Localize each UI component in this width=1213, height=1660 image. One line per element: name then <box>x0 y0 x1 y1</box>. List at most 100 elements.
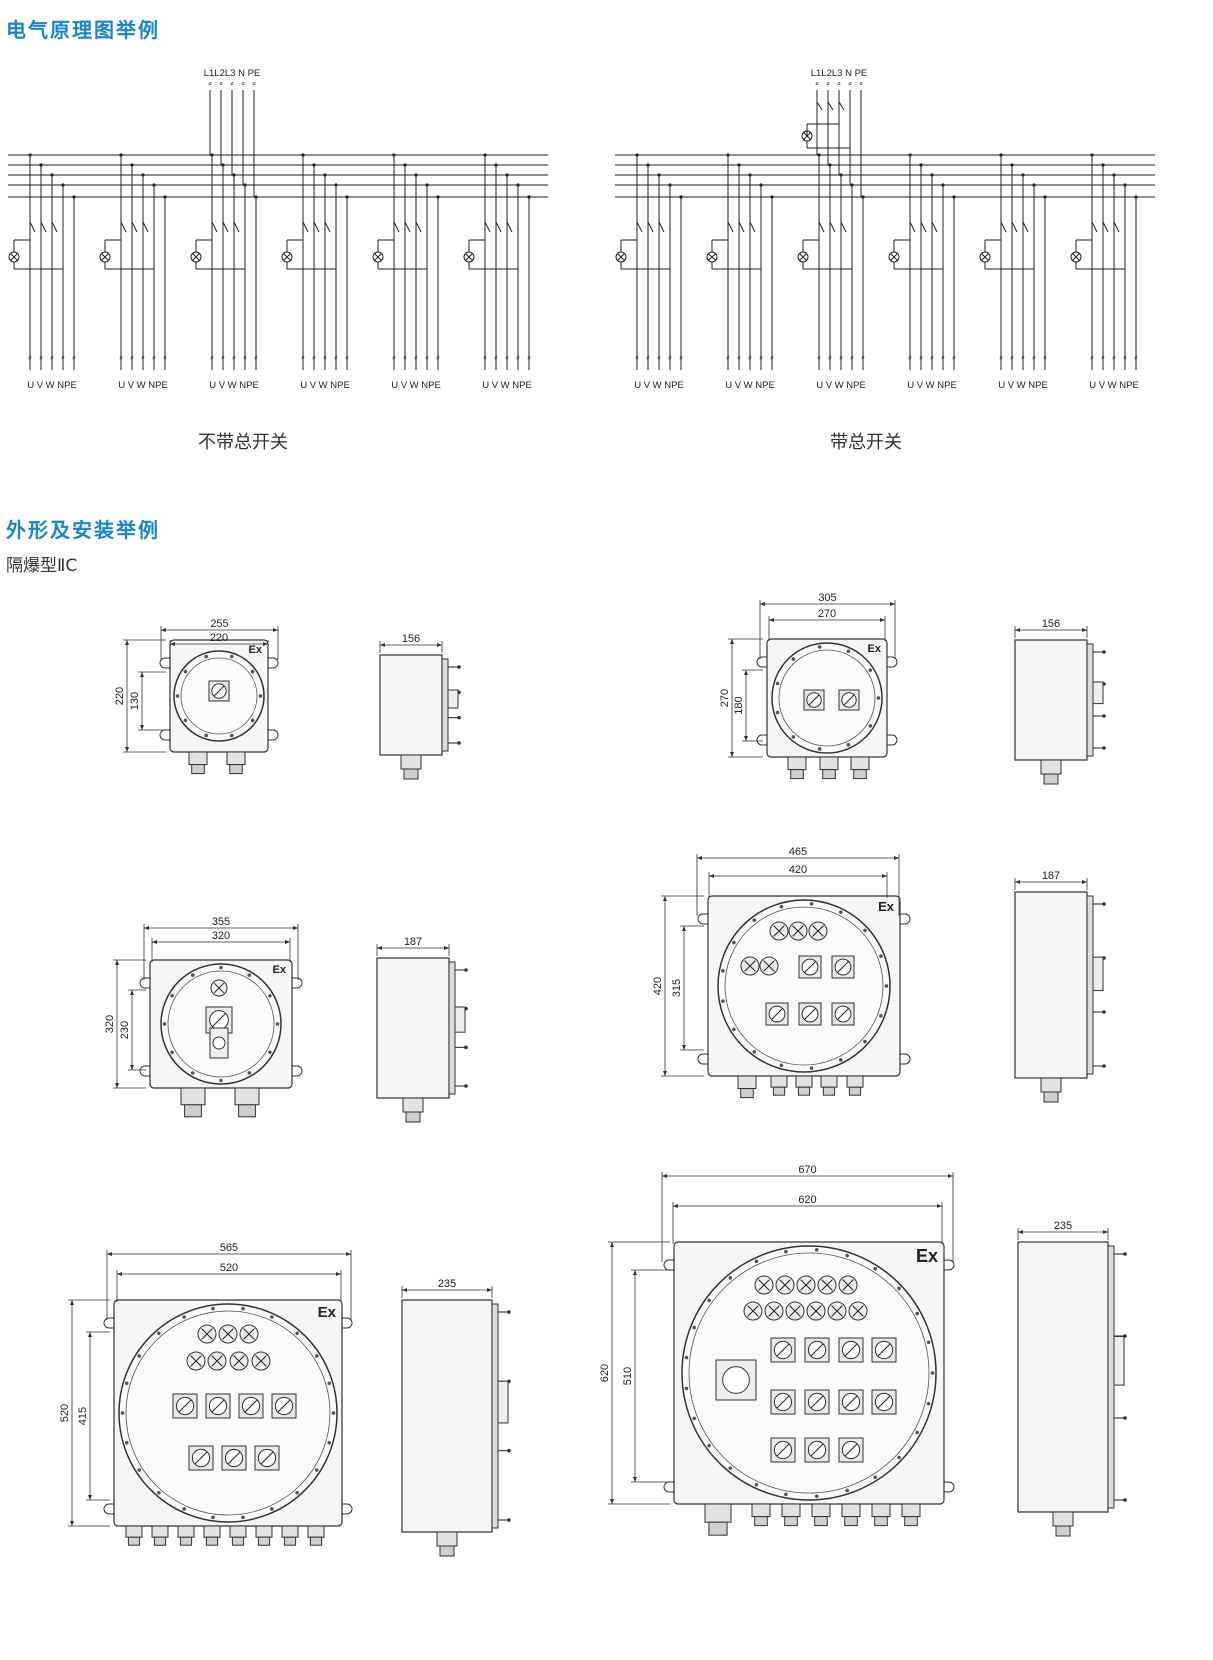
cable-gland <box>819 756 839 771</box>
junction-dot <box>28 153 32 157</box>
terminal-mark: ⸗ <box>861 352 864 363</box>
cover-side-flange <box>491 1303 499 1529</box>
dimension-label: 156 <box>402 633 420 645</box>
branch-circuit: ⸗⸗⸗⸗⸗U V W NPE <box>888 153 957 391</box>
cable-gland <box>436 1531 458 1547</box>
lamp-cross <box>799 253 807 261</box>
cable-gland <box>177 1525 195 1538</box>
terminal-mark: ⸗ <box>908 352 911 363</box>
cover-bolt <box>183 669 188 674</box>
lamp-cross <box>779 1279 791 1291</box>
terminal-mark: ⸗ <box>414 352 417 363</box>
terminal-mark: ⸗ <box>130 352 133 363</box>
cable-gland <box>125 1525 143 1538</box>
cover-bolt <box>162 1022 167 1026</box>
switch-contact <box>131 221 138 233</box>
terminal-mark: ⸗ <box>999 352 1002 363</box>
lamp-cross <box>465 253 473 261</box>
cable-gland-nut <box>439 1545 455 1557</box>
junction-dot <box>1112 173 1116 177</box>
cable-gland <box>770 1075 788 1088</box>
terminal-mark: ⸗ <box>403 352 406 363</box>
terminal-label: U V W NPE <box>209 380 259 391</box>
side-bolt-head <box>1123 1416 1127 1420</box>
junction-dot <box>163 195 167 199</box>
terminal-label: U V W NPE <box>300 380 350 391</box>
junction-dot <box>952 195 956 199</box>
junction-dot <box>1021 173 1025 177</box>
cover-bolt <box>728 1276 733 1280</box>
lamp-cross <box>101 253 109 261</box>
lamp-cross <box>617 253 625 261</box>
cover-bolt <box>868 668 873 672</box>
junction-dot <box>999 153 1003 157</box>
enclosure-side-body <box>376 957 450 1099</box>
cable-gland-nut <box>257 1536 271 1546</box>
switch-contact <box>495 221 502 233</box>
switch-handle <box>194 1451 208 1465</box>
cable-gland <box>307 1525 325 1538</box>
lamp-cross <box>233 1355 245 1367</box>
switch-contact <box>1000 221 1007 233</box>
cover-bolt <box>211 1306 215 1311</box>
cable-gland-nut <box>784 1516 798 1527</box>
junction-dot <box>72 195 76 199</box>
side-handle <box>497 1380 509 1424</box>
cover-bolt <box>314 1354 319 1358</box>
cover-bolt <box>684 1355 689 1360</box>
switch-contact <box>738 221 745 233</box>
switch-handle <box>277 1399 291 1413</box>
cover-bolt <box>791 735 796 739</box>
lamp-cross <box>852 1305 864 1317</box>
side-bolt-head <box>1102 1010 1106 1014</box>
cable-gland <box>795 1075 813 1088</box>
junction-dot <box>839 173 843 177</box>
cover-bolt <box>170 1050 174 1055</box>
lamp-cross <box>708 253 716 261</box>
terminal-mark: ⸗ <box>527 352 530 363</box>
cable-gland <box>820 1075 838 1088</box>
junction-dot <box>1090 153 1094 157</box>
cover-bolt <box>219 1078 223 1083</box>
terminal-mark: ⸗ <box>334 352 337 363</box>
junction-dot <box>748 173 752 177</box>
terminal-mark: ⸗ <box>646 352 649 363</box>
switch-handle <box>844 1343 858 1357</box>
terminal-label: U V W NPE <box>391 380 441 391</box>
terminal-mark: ⸗ <box>952 352 955 363</box>
branch-circuit: ⸗⸗⸗⸗⸗U V W NPE <box>706 153 775 391</box>
switch-contact <box>484 221 491 233</box>
dimension-label: 180 <box>733 696 745 714</box>
cover-bolt <box>295 1490 299 1495</box>
cover-bolt <box>314 1468 319 1472</box>
junction-dot <box>130 163 134 167</box>
cable-gland-nut <box>1043 1091 1059 1103</box>
cable-gland-nut <box>1055 1525 1071 1537</box>
terminal-mark: ⸗ <box>850 352 853 363</box>
terminal-mark: ⸗ <box>1032 352 1035 363</box>
dimension-label: 156 <box>1042 618 1060 630</box>
ex-mark: Ex <box>273 964 287 976</box>
junction-dot <box>334 183 338 187</box>
lamp-cross <box>213 982 225 994</box>
cover-bolt <box>331 1411 336 1415</box>
cable-gland <box>901 1503 921 1518</box>
terminal-mark: ⸗ <box>221 352 224 363</box>
junction-dot <box>941 183 945 187</box>
cover-bolt <box>183 718 188 723</box>
junction-dot <box>930 173 934 177</box>
junction-dot <box>527 195 531 199</box>
switch-contact <box>920 221 927 233</box>
dimension-label: 420 <box>789 864 807 876</box>
lamp-cross <box>831 1305 843 1317</box>
switch-handle <box>844 1443 858 1457</box>
enclosure-side-body <box>401 1299 493 1533</box>
cover-bolt <box>879 954 883 958</box>
switch-contact <box>393 221 400 233</box>
cover-bolt <box>897 1455 901 1460</box>
switch-handle <box>810 1395 824 1409</box>
cover-inner-ring <box>688 1252 930 1494</box>
cable-gland <box>229 1525 247 1538</box>
cable-gland-nut <box>772 1086 786 1096</box>
main-switch-contact <box>827 101 834 111</box>
